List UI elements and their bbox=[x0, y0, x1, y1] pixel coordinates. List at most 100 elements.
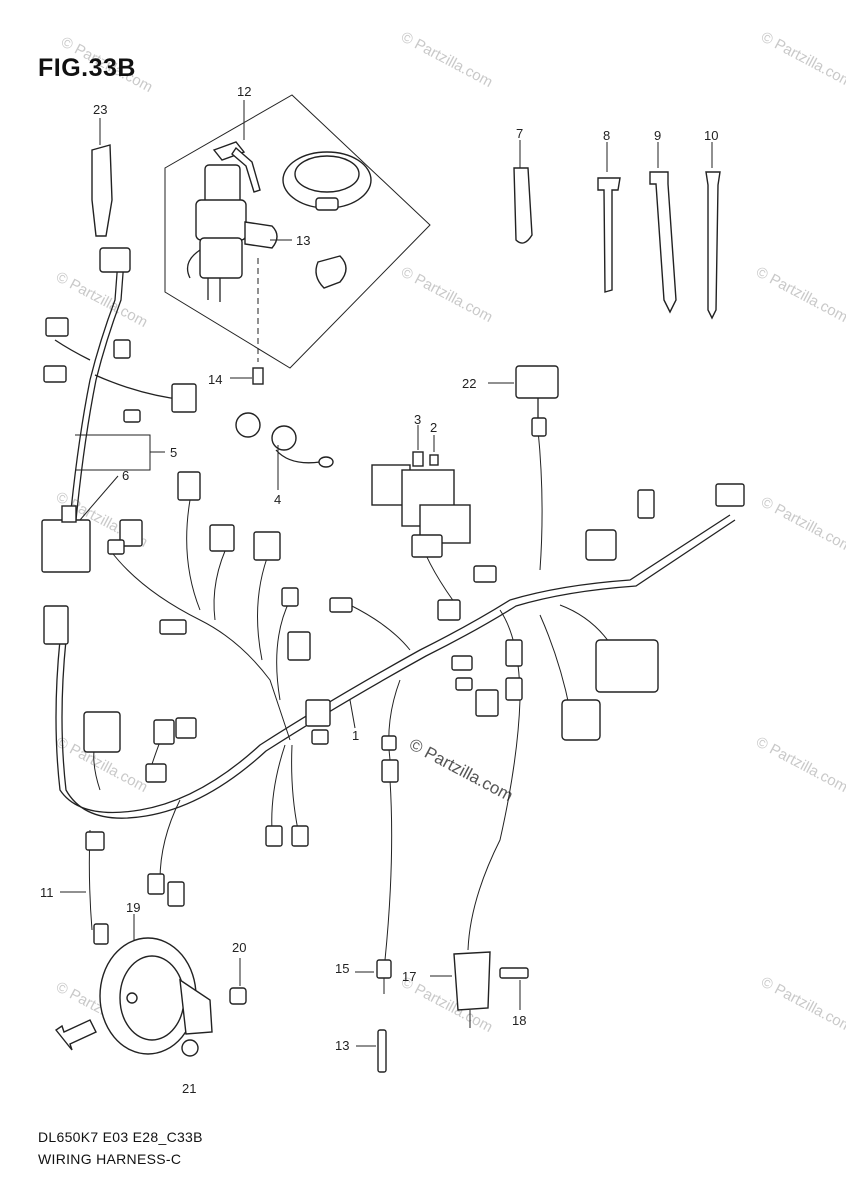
connector bbox=[159, 619, 187, 635]
horn bbox=[99, 914, 247, 1057]
harness-branch bbox=[276, 599, 291, 701]
connector bbox=[113, 339, 131, 359]
callout-7: 7 bbox=[516, 126, 523, 141]
figure-title: FIG.33B bbox=[38, 54, 136, 82]
callout-12: 12 bbox=[237, 84, 251, 99]
callout-22: 22 bbox=[462, 376, 476, 391]
watermark: © Partzilla.com bbox=[753, 264, 846, 326]
harness-branch bbox=[109, 549, 291, 741]
front-direction-arrow bbox=[54, 1019, 97, 1051]
connector bbox=[123, 409, 141, 423]
coil-spring bbox=[271, 425, 297, 451]
connector bbox=[329, 597, 353, 613]
connector bbox=[291, 825, 309, 847]
callout-2: 2 bbox=[430, 420, 437, 435]
watermark: © Partzilla.com bbox=[758, 974, 846, 1036]
connector bbox=[715, 483, 745, 507]
callout-13: 13 bbox=[335, 1038, 349, 1053]
connector bbox=[147, 873, 165, 895]
callout-1: 1 bbox=[352, 728, 359, 743]
fuse-2 bbox=[429, 454, 439, 466]
harness-branch bbox=[291, 744, 299, 831]
connector bbox=[473, 565, 497, 583]
connector bbox=[561, 699, 601, 741]
callout-23: 23 bbox=[93, 102, 107, 117]
connector bbox=[637, 489, 655, 519]
key-tag bbox=[91, 118, 113, 237]
key-icon bbox=[212, 141, 246, 161]
connector bbox=[585, 529, 617, 561]
connector bbox=[93, 923, 109, 945]
connector bbox=[107, 539, 125, 555]
connector bbox=[45, 317, 69, 337]
screw-18 bbox=[499, 967, 529, 979]
callout-6: 6 bbox=[122, 468, 129, 483]
coil-spring bbox=[235, 412, 261, 438]
connectors bbox=[43, 247, 745, 945]
switch-17 bbox=[453, 951, 491, 1011]
harness-branch bbox=[388, 679, 401, 761]
ecu-connector bbox=[595, 639, 659, 693]
harness-branch bbox=[349, 604, 411, 651]
horn-center bbox=[126, 992, 138, 1004]
watermark: © Partzilla.com bbox=[758, 29, 846, 91]
plug-13 bbox=[377, 1029, 387, 1073]
connector bbox=[43, 605, 69, 645]
ignition-switch-base bbox=[195, 199, 247, 241]
connector bbox=[437, 599, 461, 621]
connector bbox=[505, 677, 523, 701]
callout-11: 11 bbox=[40, 885, 54, 900]
harness-branch bbox=[384, 779, 393, 961]
harness-branch bbox=[213, 539, 231, 621]
arrow-icon bbox=[54, 1019, 97, 1051]
clamp-7 bbox=[513, 167, 533, 244]
callout-5: 5 bbox=[170, 445, 177, 460]
callout-14: 14 bbox=[208, 372, 222, 387]
callout-20: 20 bbox=[232, 940, 246, 955]
ground-wire bbox=[235, 412, 334, 490]
callout-15: 15 bbox=[335, 961, 349, 976]
harness-branch bbox=[54, 339, 91, 361]
harness-branch bbox=[257, 549, 271, 661]
connector bbox=[505, 639, 523, 667]
connector bbox=[381, 735, 397, 751]
cable-tie-8 bbox=[597, 177, 621, 293]
connector bbox=[451, 655, 473, 671]
connector bbox=[475, 689, 499, 717]
leaders-5-6 bbox=[60, 434, 356, 893]
callout-21: 21 bbox=[182, 1081, 196, 1096]
callout-9: 9 bbox=[654, 128, 661, 143]
ignition-switch-housing bbox=[199, 237, 243, 279]
bolt bbox=[229, 987, 247, 1005]
leader-6 bbox=[79, 475, 119, 521]
watermark: © Partzilla.com bbox=[753, 734, 846, 796]
harness-branch-upper bbox=[75, 259, 125, 521]
sensor-15 bbox=[376, 959, 392, 979]
connector bbox=[153, 719, 175, 745]
fuses bbox=[412, 425, 439, 467]
module-6-plug bbox=[61, 505, 77, 523]
sensors bbox=[355, 951, 529, 1073]
harness-branch bbox=[271, 744, 286, 831]
horn-bracket bbox=[179, 978, 213, 1035]
relay bbox=[488, 365, 559, 430]
callout-3: 3 bbox=[414, 412, 421, 427]
ground-lead bbox=[275, 449, 321, 464]
ring-terminal bbox=[318, 456, 334, 468]
cable-ties bbox=[513, 140, 721, 320]
ignition-switch-set bbox=[164, 94, 431, 385]
connector bbox=[209, 524, 235, 552]
connector bbox=[145, 763, 167, 783]
module-6 bbox=[41, 519, 91, 573]
diagram-name: WIRING HARNESS-C bbox=[38, 1151, 182, 1167]
watermark: © Partzilla.com bbox=[398, 264, 495, 326]
harness-branch-upper bbox=[69, 259, 119, 521]
connector bbox=[305, 699, 331, 727]
callout-17: 17 bbox=[402, 969, 416, 984]
cable-tie-10 bbox=[705, 171, 721, 320]
connector bbox=[85, 831, 105, 851]
key-icon bbox=[231, 146, 261, 193]
connector bbox=[265, 825, 283, 847]
connector bbox=[455, 677, 473, 691]
